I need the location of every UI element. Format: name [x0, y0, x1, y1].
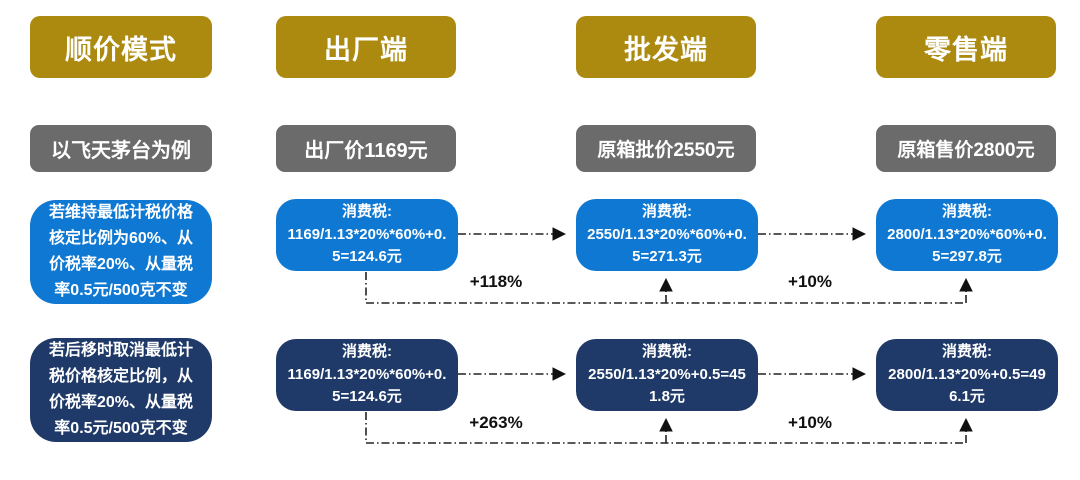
calc-formula: 2550/1.13*20%+0.5=451.8元: [588, 365, 746, 406]
calc-formula: 2800/1.13*20%*60%+0.5=297.8元: [887, 225, 1047, 266]
scenario2-description: 若后移时取消最低计税价格核定比例，从价税率20%、从量税率0.5元/500克不变: [30, 338, 212, 442]
header-retail: 零售端: [876, 16, 1056, 78]
calc-s2-retail: 消费税: 2800/1.13*20%+0.5=496.1元: [876, 339, 1058, 411]
scenario1-description: 若维持最低计税价格核定比例为60%、从价税率20%、从量税率0.5元/500克不…: [30, 200, 212, 304]
calc-title: 消费税:: [642, 343, 692, 361]
calc-title: 消费税:: [342, 343, 392, 361]
growth-s2-wholesale-retail: +10%: [788, 413, 832, 432]
growth-s1-wholesale-retail: +10%: [788, 272, 832, 291]
calc-formula: 2800/1.13*20%+0.5=496.1元: [888, 365, 1046, 406]
mode-header: 顺价模式: [30, 16, 212, 78]
price-factory: 出厂价1169元: [276, 125, 456, 172]
example-label: 以飞天茅台为例: [30, 125, 212, 172]
calc-formula: 1169/1.13*20%*60%+0.5=124.6元: [287, 225, 447, 266]
growth-s2-factory-wholesale: +263%: [469, 413, 523, 432]
calc-title: 消费税:: [942, 203, 992, 221]
calc-title: 消费税:: [642, 203, 692, 221]
calc-title: 消费税:: [942, 343, 992, 361]
header-wholesale: 批发端: [576, 16, 756, 78]
line-s2-growth-rail: [365, 412, 966, 444]
price-wholesale: 原箱批价2550元: [576, 125, 756, 172]
line-s1-growth-rail: [365, 272, 966, 304]
price-retail: 原箱售价2800元: [876, 125, 1056, 172]
growth-s1-factory-wholesale: +118%: [469, 272, 523, 291]
calc-formula: 2550/1.13*20%*60%+0.5=271.3元: [587, 225, 747, 266]
calc-s1-factory: 消费税: 1169/1.13*20%*60%+0.5=124.6元: [276, 199, 458, 271]
calc-formula: 1169/1.13*20%*60%+0.5=124.6元: [287, 365, 447, 406]
calc-s1-wholesale: 消费税: 2550/1.13*20%*60%+0.5=271.3元: [576, 199, 758, 271]
calc-s2-factory: 消费税: 1169/1.13*20%*60%+0.5=124.6元: [276, 339, 458, 411]
calc-title: 消费税:: [342, 203, 392, 221]
calc-s2-wholesale: 消费税: 2550/1.13*20%+0.5=451.8元: [576, 339, 758, 411]
header-factory: 出厂端: [276, 16, 456, 78]
calc-s1-retail: 消费税: 2800/1.13*20%*60%+0.5=297.8元: [876, 199, 1058, 271]
